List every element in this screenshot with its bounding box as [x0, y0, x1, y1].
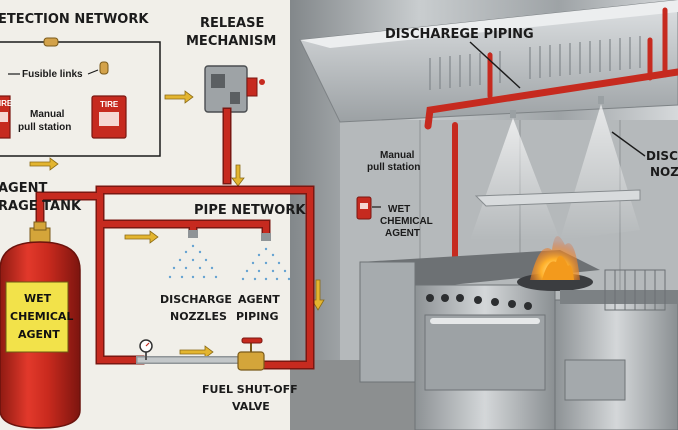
photo-discharge-piping-label: DISCHAREGE PIPING [385, 27, 534, 42]
photo-nozzle-pointer [611, 131, 646, 157]
pressure-gauge [139, 339, 153, 360]
release-mechanism-label-2: MECHANISM [186, 34, 276, 49]
flow-arrows [29, 90, 325, 359]
photo-disch-label-1: DISCH [646, 149, 678, 163]
fuel-shutoff-label-1: FUEL SHUT-OFF [202, 383, 298, 396]
fryer [554, 269, 678, 430]
photo-discharge-piping-pointer [469, 41, 521, 89]
agent-storage-tank [0, 221, 81, 429]
release-mechanism-label-1: RELEASE [200, 16, 264, 31]
fusible-links-label: Fusible links [22, 69, 83, 80]
detection-network-label: ETECTION NETWORK [0, 12, 149, 27]
photo-disch-label-2: NOZZ [650, 165, 678, 179]
tank-label-2: CHEMICAL [10, 310, 73, 323]
detection-wire [0, 41, 161, 157]
diagram-discharge-nozzles [168, 230, 291, 281]
kitchen-photo [280, 0, 678, 430]
photo-discharge-piping [424, 7, 678, 263]
photo-wet-label-3: AGENT [385, 228, 420, 239]
agent-piping-label-2: PIPING [236, 310, 279, 323]
discharge-nozzles-label-1: DISCHARGE [160, 293, 232, 306]
fuel-shutoff-valve [237, 337, 265, 371]
manual-pull-left-1: Manual [30, 109, 65, 120]
pull-station-left [0, 95, 11, 139]
pull-station-right [91, 95, 127, 139]
agent-tank-label-1: AGENT [0, 181, 47, 196]
agent-piping-label-1: AGENT [238, 293, 280, 306]
fire-sign-right: TIRE [100, 100, 119, 109]
photo-wet-label-2: CHEMICAL [380, 216, 433, 227]
photo-manual-label-2: pull station [367, 162, 420, 173]
manual-pull-left-2: pull station [18, 122, 71, 133]
fusible-link [43, 37, 109, 75]
cooking-range [359, 250, 600, 430]
fusible-arrow-right [87, 69, 99, 75]
photo-discharge-nozzles [470, 96, 640, 240]
tank-label-1: WET [24, 292, 52, 305]
photo-manual-label-1: Manual [380, 150, 415, 161]
pipe-network-label: PIPE NETWORK [194, 203, 306, 218]
fire-sign-left: TIRE [0, 99, 13, 108]
discharge-nozzles-label-2: NOZZLES [170, 310, 227, 323]
photo-wet-label-1: WET [388, 204, 410, 215]
agent-tank-label-2: RAGE TANK [0, 199, 82, 214]
tank-label-3: AGENT [18, 328, 60, 341]
pan-fire [517, 236, 593, 291]
fuel-shutoff-label-2: VALVE [232, 400, 270, 413]
hood-filters [429, 36, 641, 90]
